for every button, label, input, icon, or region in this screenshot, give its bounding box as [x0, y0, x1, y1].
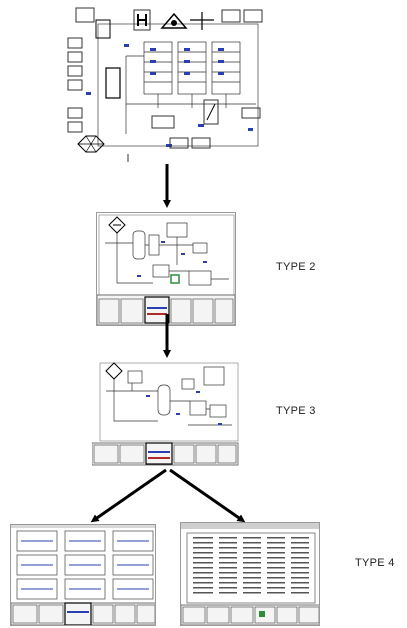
- arrow-type3-to-type4-left: [90, 468, 167, 523]
- trend-grid-graphic: [11, 525, 155, 625]
- type4-trend-grid-thumbnail[interactable]: [10, 524, 156, 626]
- data-table-graphic: [181, 523, 319, 625]
- type2-screen-thumbnail[interactable]: [96, 212, 236, 326]
- type3-screen-thumbnail[interactable]: [92, 361, 240, 467]
- type4-data-table-thumbnail[interactable]: [180, 522, 320, 626]
- type4-label: TYPE 4: [355, 557, 395, 569]
- type2-screen-graphic: [97, 214, 235, 325]
- overview-screen-graphic: [66, 4, 268, 164]
- type3-label: TYPE 3: [276, 405, 316, 417]
- type2-label: TYPE 2: [276, 261, 316, 273]
- arrow-type3-to-type4-right: [169, 468, 246, 523]
- overview-screen-thumbnail[interactable]: [66, 4, 268, 164]
- type3-screen-graphic: [92, 362, 239, 466]
